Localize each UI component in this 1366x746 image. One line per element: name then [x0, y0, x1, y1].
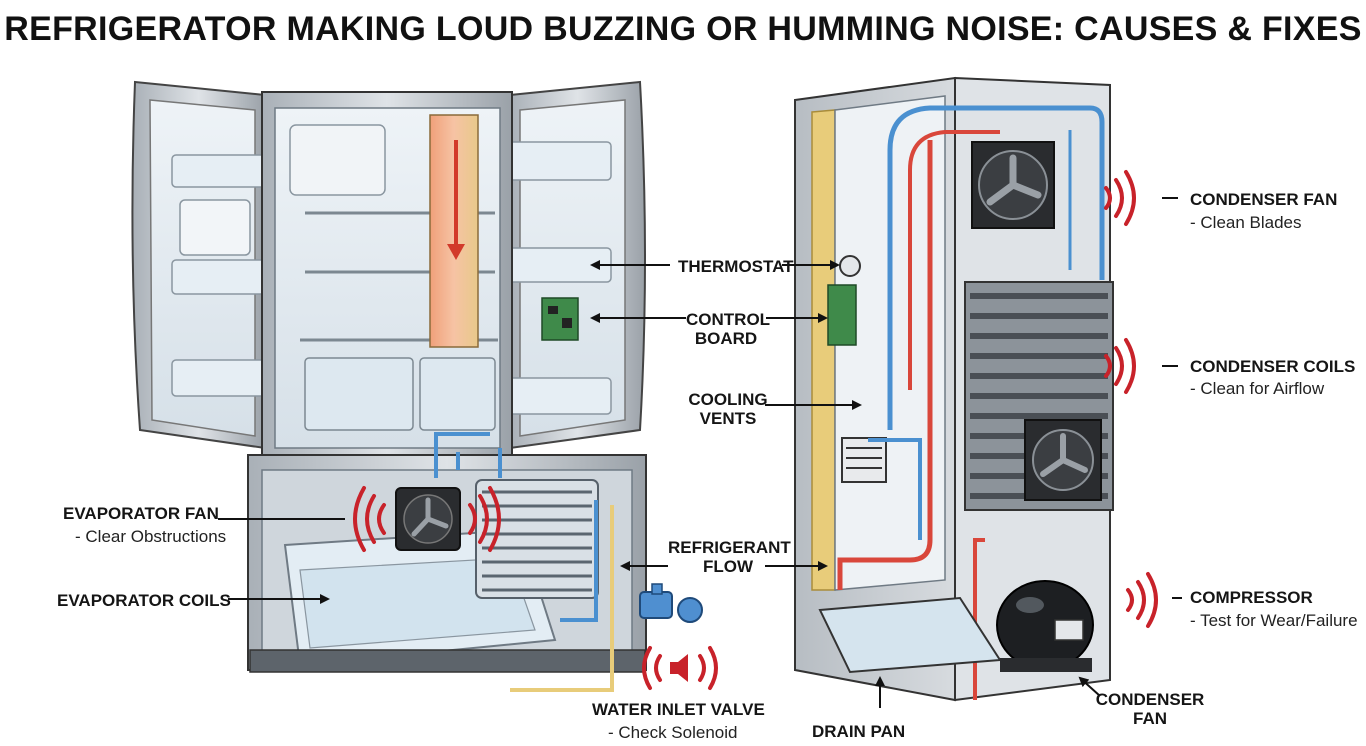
condenser-fan-top-label: CONDENSER FAN [1190, 190, 1338, 209]
condenser-fan-top-tip: - Clean Blades [1190, 213, 1302, 232]
water-inlet-valve-tip: - Check Solenoid [608, 723, 738, 742]
control-board-label-line1: CONTROL [686, 310, 771, 329]
control-board-label-line2: BOARD [694, 329, 758, 348]
compressor-label: COMPRESSOR [1190, 588, 1313, 607]
condenser-fan-bottom-label: CONDENSER FAN [1090, 690, 1210, 728]
sound-wave-icon [353, 170, 1158, 690]
drain-pan-label: DRAIN PAN [812, 722, 906, 741]
leader-arrows [218, 197, 1182, 708]
condenser-coils-tip: - Clean for Airflow [1190, 379, 1325, 398]
speaker-icon [670, 654, 688, 682]
condenser-fan-bottom-label-line1: CONDENSER [1095, 690, 1205, 709]
evaporator-fan-tip: - Clear Obstructions [75, 527, 227, 546]
french-door-refrigerator [131, 80, 703, 692]
cooling-vents-label-line2: VENTS [699, 409, 757, 428]
cutaway-side-view [794, 76, 1114, 702]
control-board-label: CONTROL BOARD [686, 310, 771, 348]
condenser-coils-label: CONDENSER COILS [1190, 357, 1356, 376]
cooling-vents-label-line1: COOLING [688, 390, 768, 409]
refrigerant-flow-label-line2: FLOW [702, 557, 754, 576]
evaporator-fan-label: EVAPORATOR FAN [63, 504, 219, 523]
evaporator-coils-label: EVAPORATOR COILS [57, 591, 231, 610]
condenser-fan-bottom-label-line2: FAN [1133, 709, 1167, 728]
refrigerant-flow-label: REFRIGERANT FLOW [668, 538, 791, 576]
thermostat-label: THERMOSTAT [678, 257, 794, 276]
refrigerant-flow-label-line1: REFRIGERANT [668, 538, 791, 557]
cooling-vents-label: COOLING VENTS [688, 390, 768, 428]
page-title: REFRIGERATOR MAKING LOUD BUZZING OR HUMM… [4, 10, 1362, 48]
compressor-tip: - Test for Wear/Failure [1190, 611, 1358, 630]
water-inlet-valve-label: WATER INLET VALVE [592, 700, 765, 719]
